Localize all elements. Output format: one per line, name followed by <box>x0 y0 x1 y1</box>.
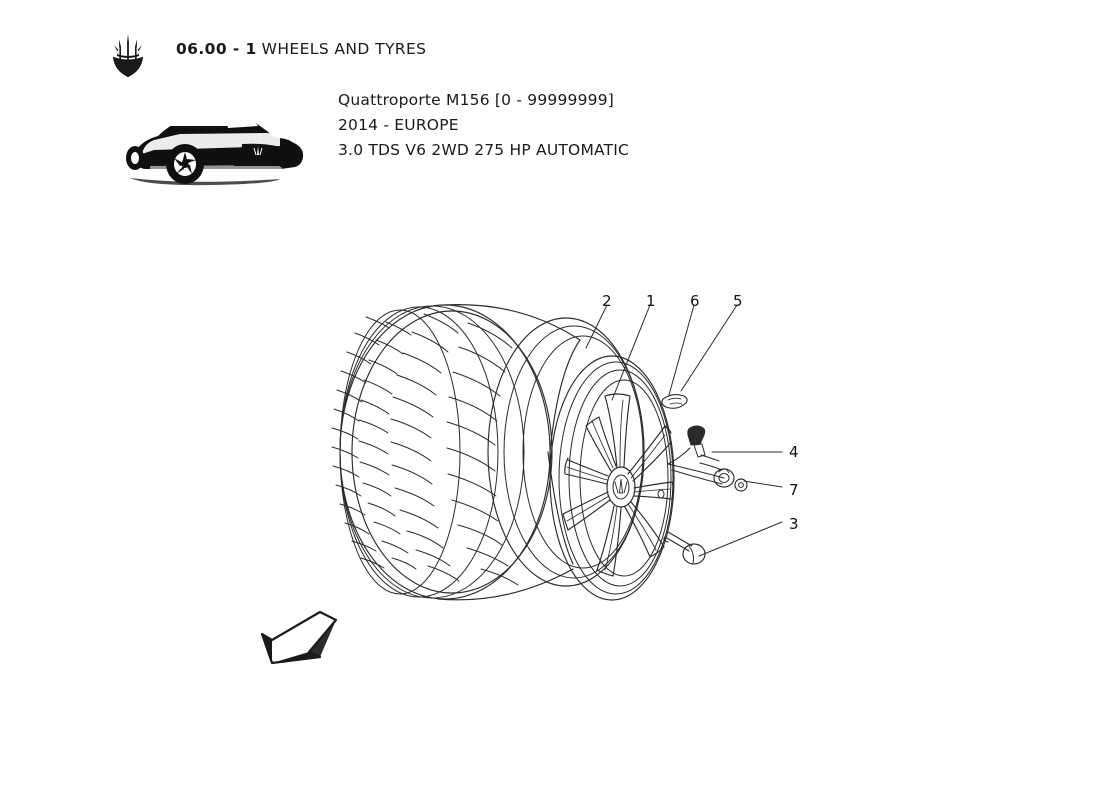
callout-5: 5 <box>733 292 743 310</box>
callout-4: 4 <box>789 443 799 461</box>
section-code: 06.00 - 1 <box>176 40 257 58</box>
callout-3: 3 <box>789 515 799 533</box>
callout-1: 1 <box>646 292 656 310</box>
callout-2: 2 <box>602 292 612 310</box>
section-name: WHEELS AND TYRES <box>261 40 427 58</box>
vehicle-description: Quattroporte M156 [0 - 99999999] 2014 - … <box>338 88 629 163</box>
vehicle-engine-line: 3.0 TDS V6 2WD 275 HP AUTOMATIC <box>338 141 630 159</box>
direction-arrow-icon <box>260 610 338 665</box>
callout-6: 6 <box>690 292 700 310</box>
callout-7: 7 <box>789 481 799 499</box>
maserati-trident-logo <box>106 30 150 80</box>
vehicle-model-line: Quattroporte M156 [0 - 99999999] <box>338 91 615 109</box>
vehicle-year-market-line: 2014 - EUROPE <box>338 116 459 134</box>
maserati-quattroporte-photo <box>122 86 312 186</box>
